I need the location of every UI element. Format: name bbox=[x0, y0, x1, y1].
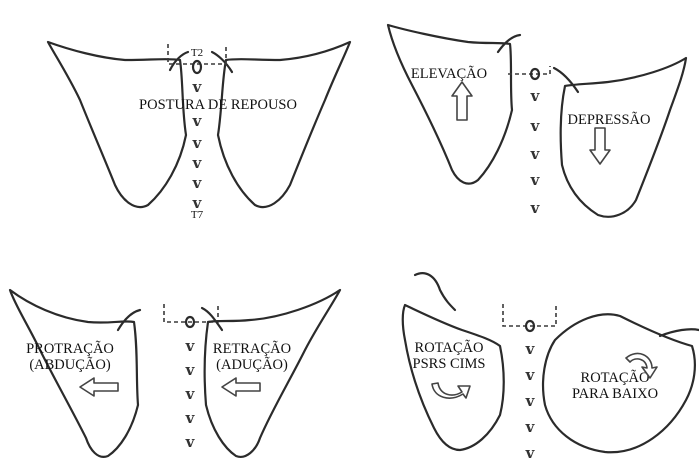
right-scapula-acromion bbox=[212, 52, 232, 72]
vertebra-mark: v bbox=[185, 361, 196, 379]
vertebra-mark: v bbox=[530, 171, 541, 189]
downward-rotation-label: ROTAÇÃO bbox=[581, 370, 650, 386]
vertebra-mark: v bbox=[185, 433, 196, 451]
vertebra-mark: v bbox=[530, 145, 541, 163]
rotate-counterclockwise-icon bbox=[432, 383, 470, 398]
elevation-level-line bbox=[508, 66, 550, 74]
right-scapula bbox=[218, 42, 350, 207]
retracted-scapula bbox=[205, 290, 340, 457]
protraction-label: PROTRAÇÃO bbox=[26, 341, 114, 357]
retracted-scapula-acromion bbox=[202, 308, 222, 330]
arrow-down-icon bbox=[590, 128, 610, 164]
rest-posture-label: POSTURA DE REPOUSO bbox=[139, 97, 297, 113]
vertebra-mark: v bbox=[525, 340, 536, 358]
upward-rotation-sub-label: PSRS CIMS bbox=[413, 356, 486, 372]
panel-protraction-retraction: v v v v v PROTRAÇÃO (ABDUÇÃO) RETRAÇÃO (… bbox=[10, 290, 340, 457]
arrow-left-icon bbox=[80, 378, 118, 396]
protracted-scapula bbox=[10, 290, 138, 457]
left-scapula bbox=[48, 42, 186, 207]
panel-rotation: v v v v v ROTAÇÃO PSRS CIMS ROTAÇÃO PARA… bbox=[403, 273, 699, 462]
vertebra-mark: v bbox=[525, 366, 536, 384]
vertebra-mark: v bbox=[192, 78, 203, 96]
rotation-bracket bbox=[503, 304, 556, 326]
adduction-label: (ADUÇÃO) bbox=[216, 357, 288, 373]
panel-elevation-depression: v v v v v ELEVAÇÃO DEPRESSÃO bbox=[388, 25, 686, 217]
left-scapula-acromion bbox=[170, 52, 188, 70]
elevated-scapula bbox=[388, 25, 512, 184]
vertebra-mark: v bbox=[192, 154, 203, 172]
t2-vertebra bbox=[193, 61, 201, 73]
vertebra-mark: v bbox=[192, 112, 203, 130]
vertebra-mark: v bbox=[530, 117, 541, 135]
upward-rotation-label: ROTAÇÃO bbox=[415, 340, 484, 356]
panel-rest-posture: T2 v v v v v v T7 POSTURA DE REPOUSO bbox=[48, 42, 350, 221]
depressed-scapula bbox=[561, 58, 686, 217]
upward-rotated-scapula-acromion bbox=[415, 273, 455, 310]
depression-label: DEPRESSÃO bbox=[568, 112, 651, 128]
vertebra-mark: v bbox=[185, 385, 196, 403]
t7-label: T7 bbox=[191, 209, 204, 221]
vertebra-mark: v bbox=[185, 409, 196, 427]
vertebra-mark: v bbox=[530, 199, 541, 217]
upward-rotated-scapula bbox=[403, 305, 504, 450]
vertebra-mark: v bbox=[530, 87, 541, 105]
vertebra-mark: v bbox=[525, 418, 536, 436]
vertebra-mark: v bbox=[192, 174, 203, 192]
t2-label: T2 bbox=[191, 47, 203, 59]
retraction-label: RETRAÇÃO bbox=[213, 341, 291, 357]
abduction-label: (ABDUÇÃO) bbox=[29, 357, 111, 373]
arrow-up-icon bbox=[452, 82, 472, 120]
protracted-scapula-acromion bbox=[118, 310, 140, 330]
arrow-left-icon bbox=[222, 378, 260, 396]
depressed-scapula-acromion bbox=[554, 68, 578, 92]
vertebra-mark: v bbox=[185, 337, 196, 355]
vertebra-mark: v bbox=[525, 444, 536, 462]
downward-rotation-sub-label: PARA BAIXO bbox=[572, 386, 658, 402]
elevation-label: ELEVAÇÃO bbox=[411, 66, 487, 82]
vertebra-mark: v bbox=[525, 392, 536, 410]
downward-rotated-scapula-acromion bbox=[660, 329, 699, 336]
vertebra-mark: v bbox=[192, 134, 203, 152]
